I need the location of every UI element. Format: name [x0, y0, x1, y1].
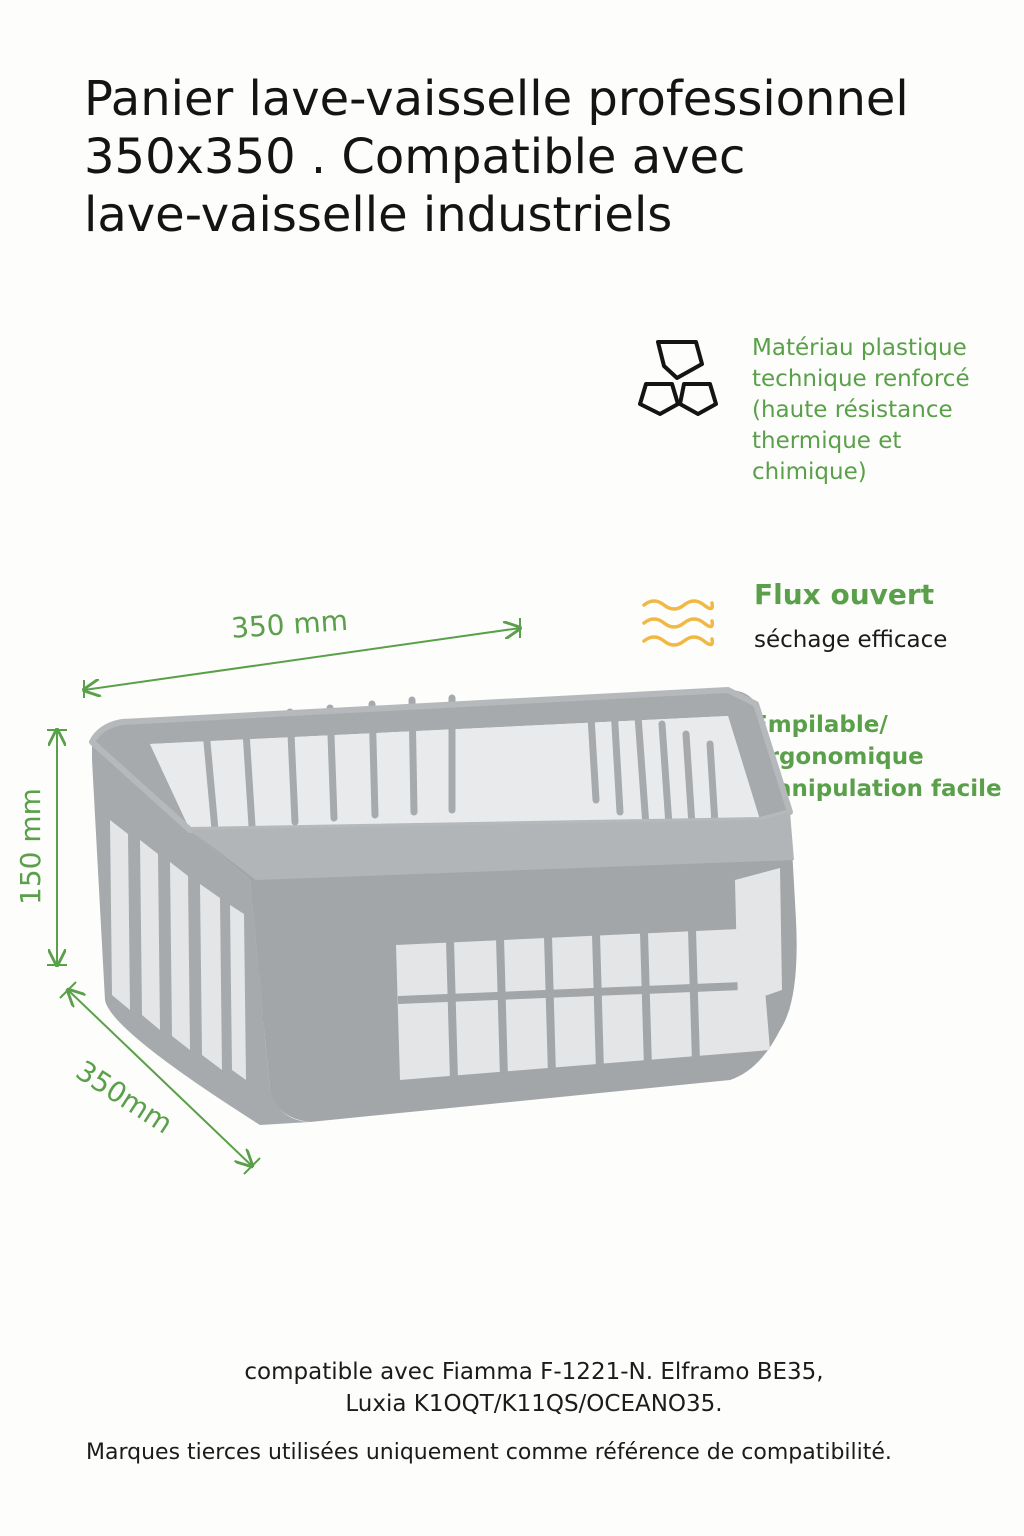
feature-stackable: Empilable/ ergonomique manipulation faci… [752, 712, 1002, 802]
material-description: Matériau plastique technique renforcé (h… [752, 335, 970, 485]
width-arrow [84, 628, 520, 690]
title-line: lave-vaisselle industriels [84, 187, 673, 243]
disclaimer-text: Marques tierces utilisées uniquement com… [86, 1440, 892, 1465]
title-line: Panier lave-vaisselle professionnel [84, 71, 909, 127]
wave-flow-icon [642, 599, 714, 647]
height-dimension-label: 150 mm [14, 788, 47, 905]
depth-arrow [68, 990, 252, 1166]
page-title: Panier lave-vaisselle professionnel 350x… [84, 70, 1014, 244]
basket [89, 687, 797, 1125]
title-line: 350x350 . Compatible avec [84, 129, 746, 185]
airflow-heading: Flux ouvert [754, 578, 935, 611]
triangle-pentagon-icon [638, 340, 718, 416]
dishwasher-basket-illustration [47, 618, 797, 1175]
compatibility-text: compatible avec Fiamma F-1221-N. Elframo… [244, 1359, 824, 1417]
airflow-subtext: séchage efficace [754, 627, 948, 653]
